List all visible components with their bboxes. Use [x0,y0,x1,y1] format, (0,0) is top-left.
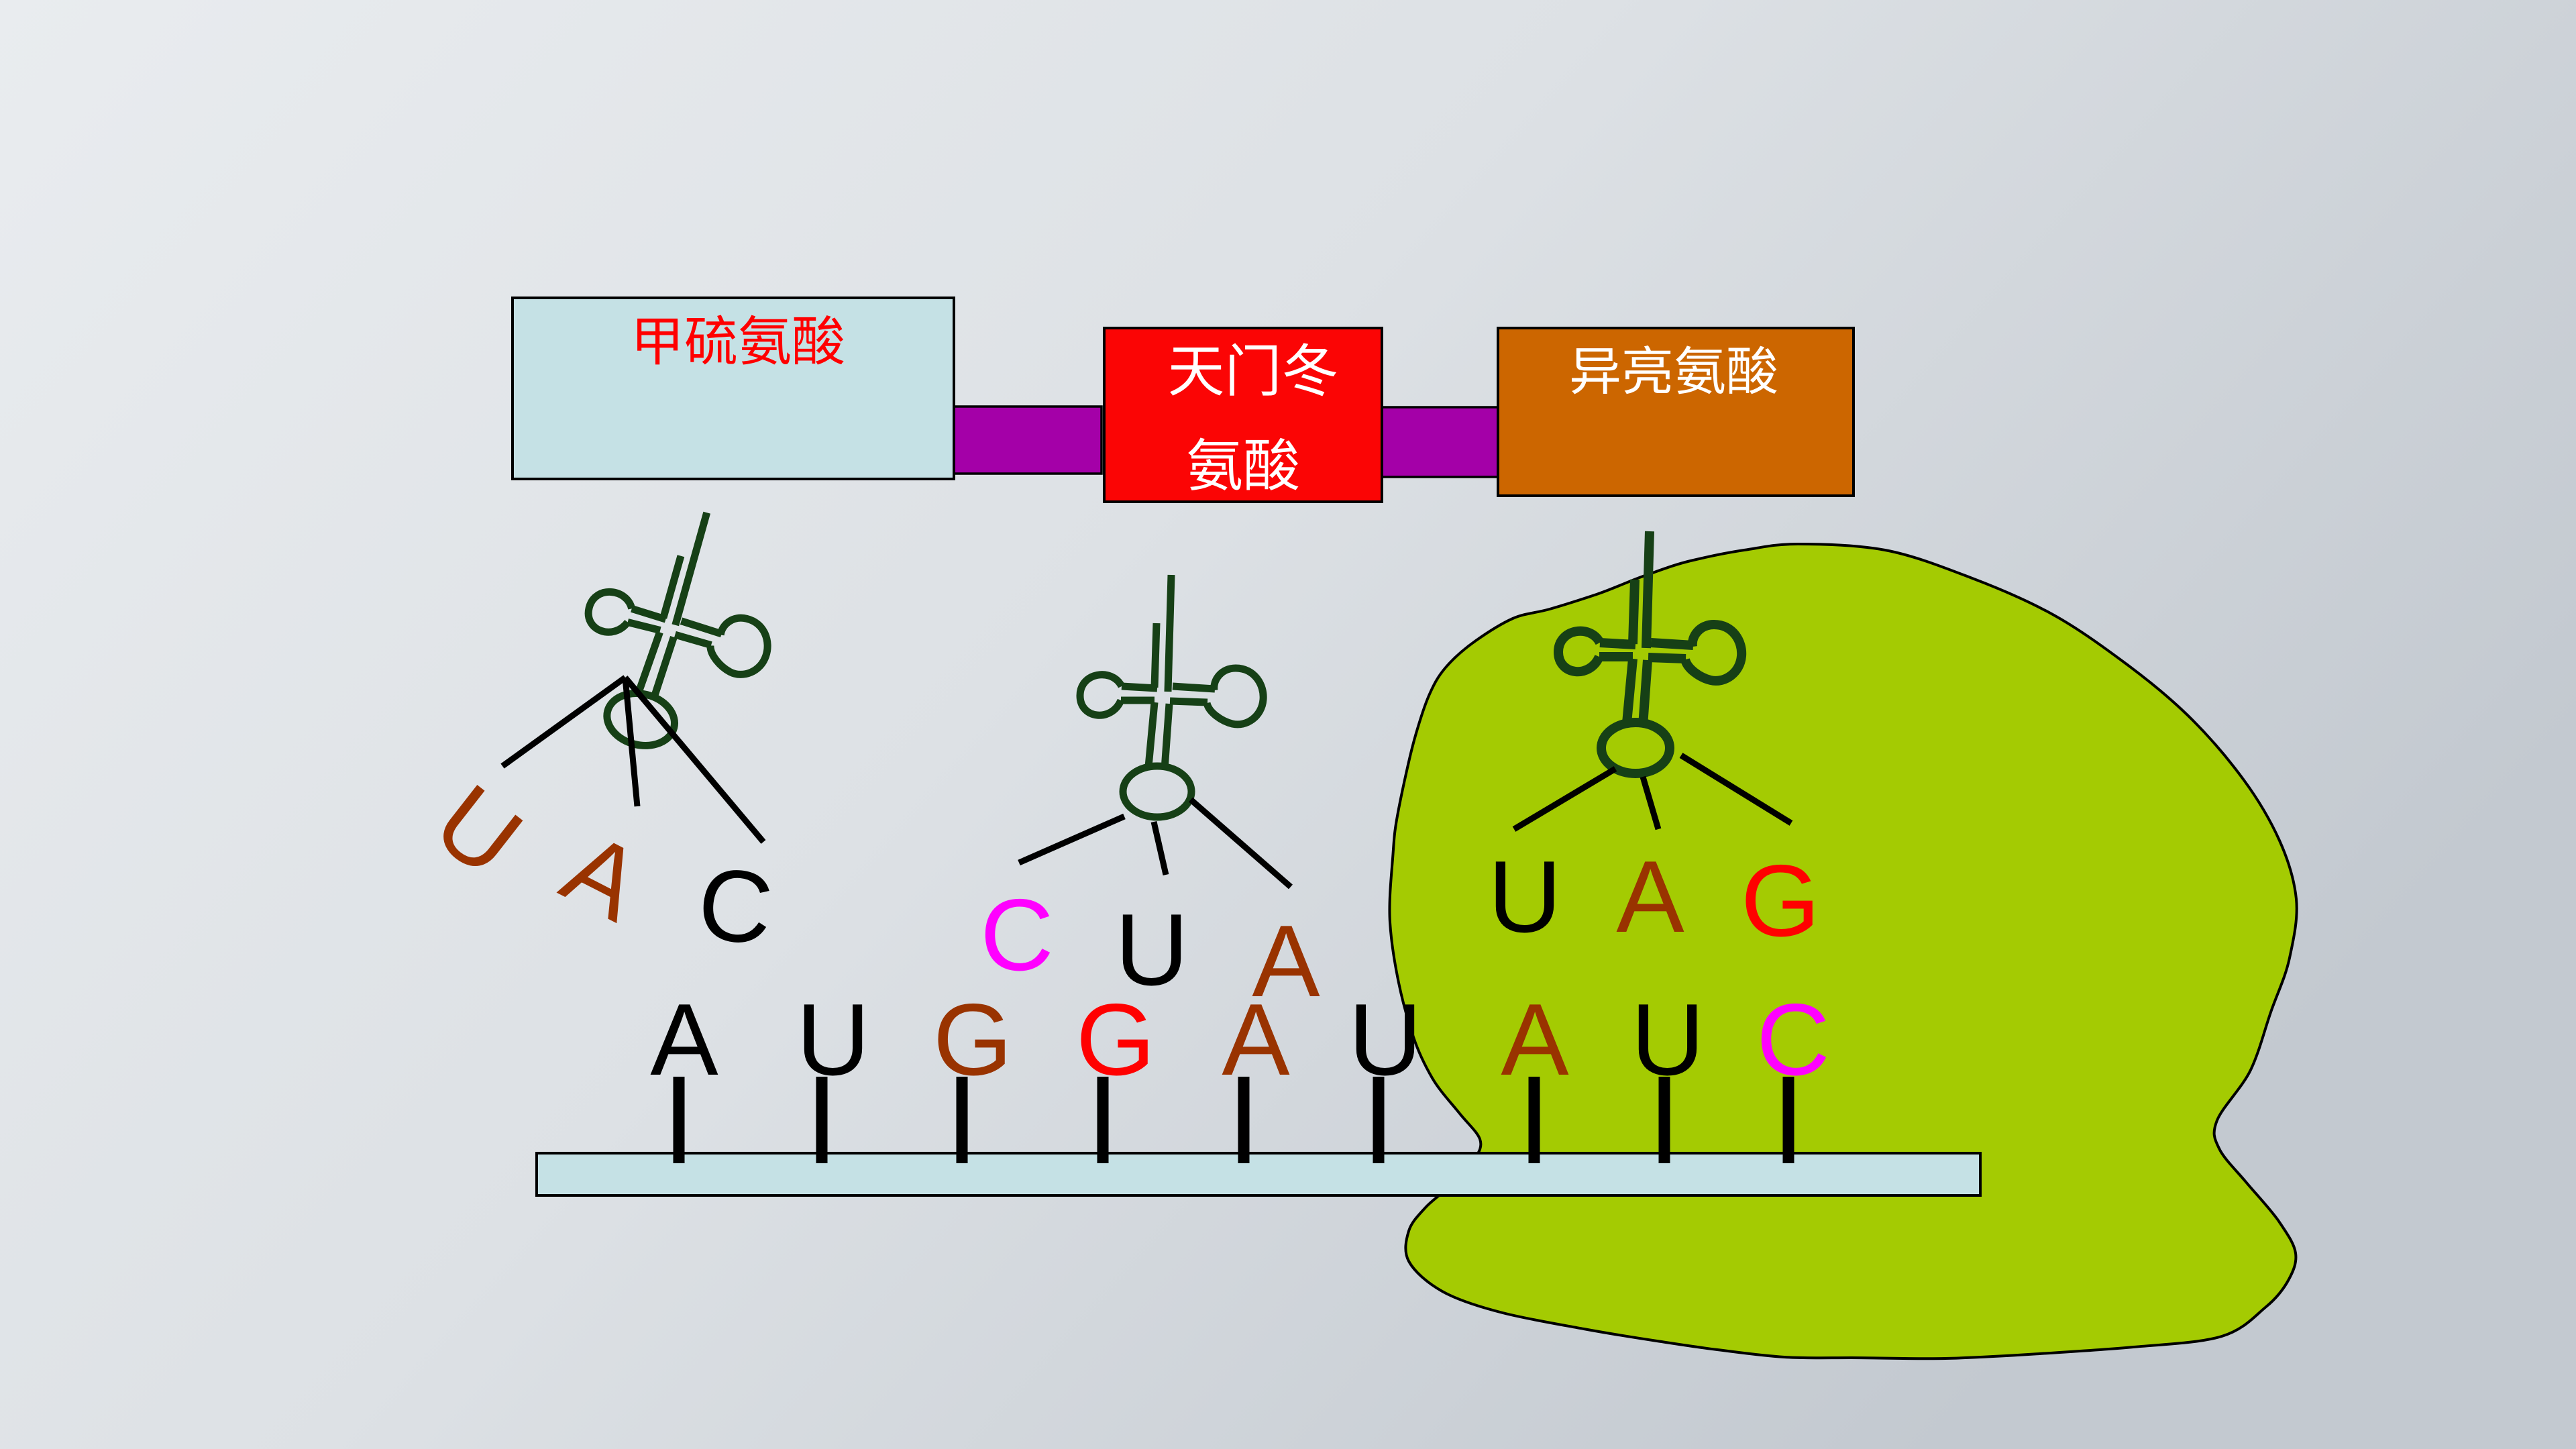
svg-text:C: C [1756,983,1830,1097]
svg-text:U: U [1631,983,1705,1097]
svg-text:U: U [796,983,870,1097]
svg-text:G: G [1076,983,1155,1097]
svg-text:C: C [980,878,1054,992]
svg-text:U: U [1348,983,1422,1097]
svg-text:A: A [1616,840,1684,954]
svg-text:C: C [693,846,778,967]
svg-text:A: A [650,983,718,1097]
svg-text:A: A [1501,983,1569,1097]
svg-text:A: A [1222,983,1290,1097]
svg-text:G: G [933,983,1012,1097]
svg-text:A: A [1252,904,1320,1018]
svg-text:G: G [1741,844,1820,958]
svg-text:U: U [1115,893,1189,1007]
svg-text:U: U [1488,840,1562,954]
